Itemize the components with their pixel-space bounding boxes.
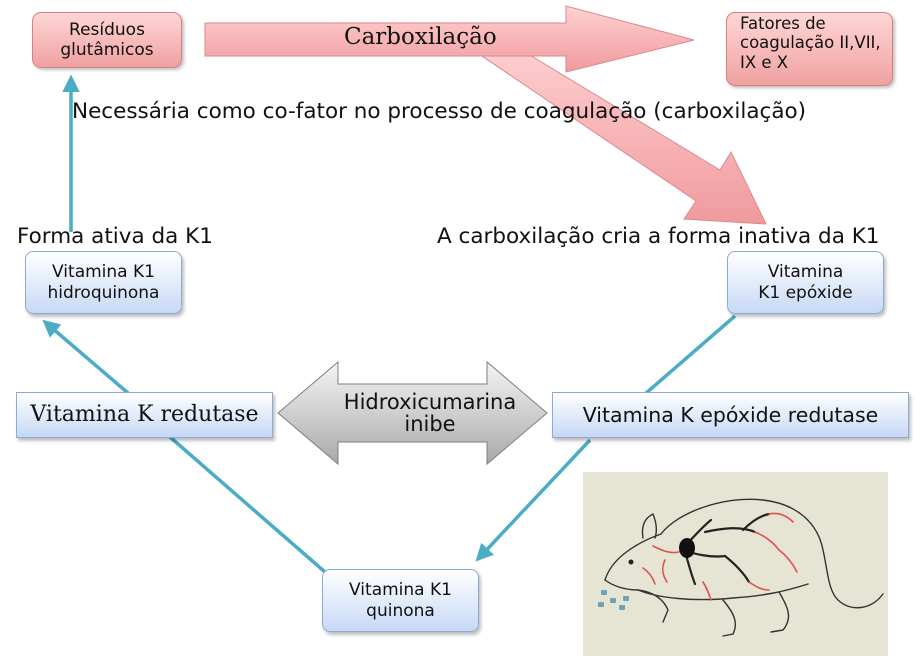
node-quinona-label: Vitamina K1 quinona <box>349 580 452 621</box>
pink-arrow-diagonal <box>475 36 767 225</box>
node-vitamina-k-redutase: Vitamina K redutase <box>16 392 273 438</box>
cycle-arrow-epoxide-redutase <box>643 314 737 396</box>
node-redutase-label: Vitamina K redutase <box>30 402 259 428</box>
label-cofator: Necessária como co-fator no processo de … <box>72 99 807 124</box>
node-fatores-coagulacao: Fatores de coagulação II,VII, IX e X <box>726 12 893 86</box>
node-fatores-label: Fatores de coagulação II,VII, IX e X <box>740 14 881 72</box>
node-vitamina-k-epoxide-redutase: Vitamina K epóxide redutase <box>552 392 909 438</box>
rat-illustration <box>598 498 884 637</box>
node-residuos-glutamicos: Resíduos glutâmicos <box>32 12 182 68</box>
label-carboxilacao: Carboxilação <box>344 24 497 50</box>
label-forma-ativa: Forma ativa da K1 <box>17 224 213 249</box>
label-hidroxicumarina-text: Hidroxicumarina inibe <box>343 389 517 436</box>
pink-arrow-carboxilacao <box>204 5 695 73</box>
node-hidroquinona-label: Vitamina K1 hidroquinona <box>47 262 160 303</box>
node-epoxide-redutase-label: Vitamina K epóxide redutase <box>582 402 879 427</box>
node-vitamina-k1-quinona: Vitamina K1 quinona <box>322 569 479 632</box>
label-hidroxicumarina: Hidroxicumarina inibe <box>330 388 530 438</box>
node-epoxide-label: Vitamina K1 epóxide <box>758 262 853 303</box>
node-residuos-label: Resíduos glutâmicos <box>60 19 154 60</box>
inhibition-double-arrow <box>277 360 548 466</box>
rat-illustration-panel <box>583 472 888 656</box>
cycle-arrow-to-hidroquinona <box>42 319 130 395</box>
cycle-arrow-redutase-quinona <box>168 435 327 574</box>
label-forma-inativa: A carboxilação cria a forma inativa da K… <box>437 224 880 249</box>
node-vitamina-k1-hidroquinona: Vitamina K1 hidroquinona <box>25 251 182 314</box>
node-vitamina-k1-epoxide: Vitamina K1 epóxide <box>727 251 884 314</box>
cycle-arrow-to-quinona <box>475 438 592 562</box>
